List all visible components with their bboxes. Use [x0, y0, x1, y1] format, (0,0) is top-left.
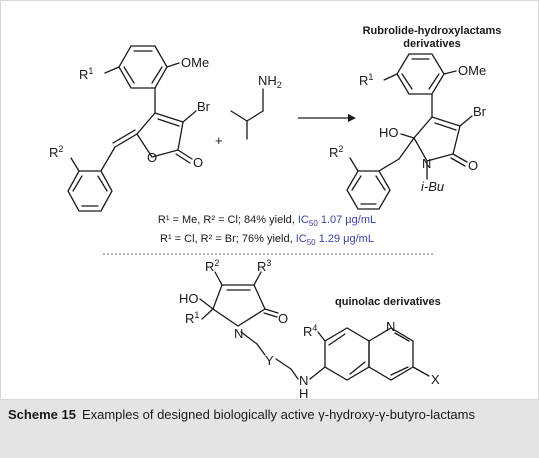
quinolac-heading: quinolac derivatives [335, 296, 441, 308]
quinolac-r4-label: R4 [303, 323, 317, 339]
product-structure: OMe R1 Br HO N O i-Bu R2 [329, 53, 487, 210]
conditions-line-1: R¹ = Me, R² = Cl; 84% yield, IC50 1.07 μ… [158, 214, 376, 228]
quinolac-n-label: N [234, 326, 243, 341]
quinolac-structure: R2 R3 HO O R1 N Y R4 N N H X [179, 258, 440, 401]
conditions-line-2: R¹ = Cl, R² = Br; 76% yield, IC50 1.29 μ… [160, 233, 374, 247]
quinolac-ring-n-label: N [386, 319, 395, 334]
caption-label: Scheme 15 [8, 407, 76, 422]
product-heading-line2: derivatives [403, 38, 460, 50]
product-n-label: N [422, 156, 431, 171]
product-ho-label: HO [379, 125, 399, 140]
amine-nh2-label: NH2 [258, 73, 282, 90]
product-ome-label: OMe [458, 63, 486, 78]
reactant-r2-label: R2 [49, 144, 63, 160]
quinolac-nh-n-label: N [299, 373, 308, 388]
caption-text: Examples of designed biologically active… [81, 407, 475, 422]
figure-caption: Scheme 15 Examples of designed biological… [0, 400, 539, 458]
quinolac-o-label: O [278, 311, 288, 326]
product-o-label: O [468, 158, 478, 173]
quinolac-ho-label: HO [179, 291, 199, 306]
plus-sign: + [215, 133, 223, 148]
product-r1-label: R1 [359, 72, 373, 88]
reactant-br-label: Br [197, 99, 211, 114]
product-r2-label: R2 [329, 144, 343, 160]
reactant-ring-oxygen: O [147, 150, 157, 165]
quinolac-y-label: Y [265, 353, 274, 368]
quinolac-r3-label: R3 [257, 258, 271, 274]
reaction-arrow [298, 114, 356, 122]
product-ibu-label: i-Bu [421, 179, 444, 194]
quinolac-nh-h-label: H [299, 386, 308, 401]
reactant-structure: OMe R1 Br O O R2 [49, 45, 211, 212]
reactant-r1-label: R1 [79, 66, 93, 82]
isobutylamine-structure: NH2 [230, 73, 282, 140]
quinolac-r1-label: R1 [185, 310, 199, 326]
quinolac-x-label: X [431, 372, 440, 387]
quinolac-r2-label: R2 [205, 258, 219, 274]
product-br-label: Br [473, 104, 487, 119]
reactant-carbonyl-oxygen: O [193, 155, 203, 170]
product-heading-line1: Rubrolide-hydroxylactams [363, 25, 502, 37]
reactant-ome-label: OMe [181, 55, 209, 70]
scheme-figure: OMe R1 Br O O R2 + NH2 Rub [0, 0, 539, 401]
scheme-drawing: OMe R1 Br O O R2 + NH2 Rub [49, 25, 502, 401]
